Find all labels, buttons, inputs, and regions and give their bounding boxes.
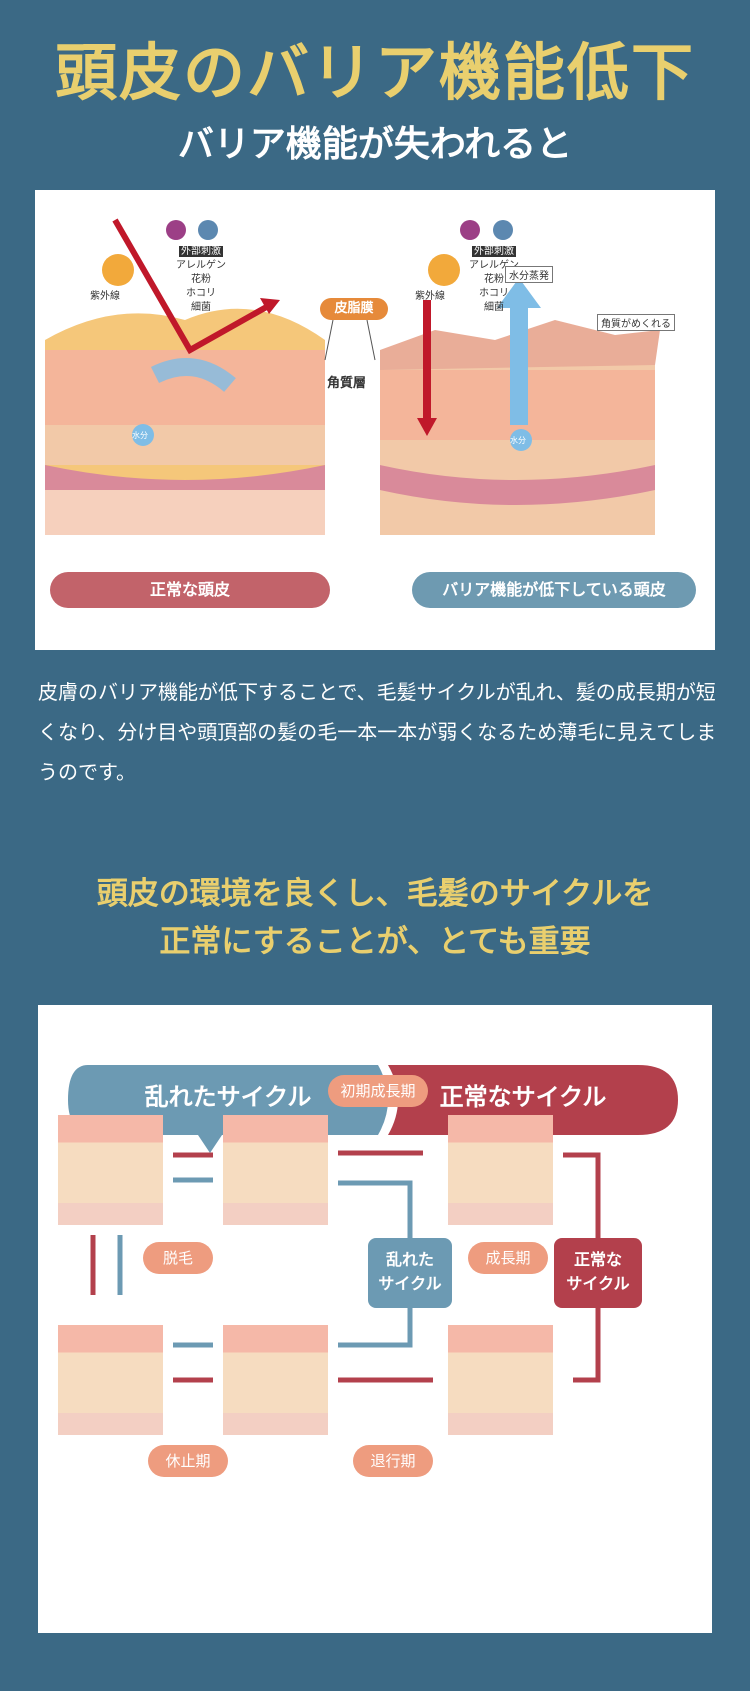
sun-icon — [102, 254, 134, 286]
sebum-label: 皮脂膜 — [320, 298, 388, 320]
reflect-arrow — [112, 218, 272, 355]
germ-icon — [460, 220, 480, 240]
peeling-label: 角質がめくれる — [597, 314, 675, 331]
damaged-scalp-caption: バリア機能が低下している頭皮 — [412, 572, 696, 608]
normal-skin — [45, 308, 325, 535]
external-stimuli-list: 外部刺激 アレルゲン 花粉 ホコリ 細菌 — [176, 246, 226, 313]
moisture-label: 水分 — [510, 436, 526, 445]
disturbed-cycle-box: 乱れた サイクル — [368, 1238, 452, 1308]
skin-diagram-panel: 紫外線 紫外線 外部刺激 アレルゲン 花粉 ホコリ 細菌 外部刺激 アレルゲン … — [35, 190, 715, 650]
emphasis-heading: 頭皮の環境を良くし、毛髪のサイクルを 正常にすることが、とても重要 — [96, 876, 654, 960]
body-text: 皮膚のバリア機能が低下することで、毛髪サイクルが乱れ、髪の成長期が短くなり、分け… — [38, 680, 717, 784]
tab-normal-cycle: 正常なサイクル — [439, 1083, 607, 1111]
hair-follicle-icon — [223, 1115, 328, 1225]
moisture-label: 水分 — [132, 431, 148, 440]
evaporation-label: 水分蒸発 — [505, 266, 553, 283]
uv-label: 紫外線 — [90, 291, 120, 302]
germ-icon — [166, 220, 186, 240]
hair-cycle-panel: 乱れたサイクル 正常なサイクル 初期成長期 成長期 退行期 休止期 脱毛 乱れた… — [38, 1005, 712, 1633]
uv-label: 紫外線 — [415, 291, 445, 302]
sun-icon — [428, 254, 460, 286]
virus-icon — [493, 220, 513, 240]
external-stimuli-list: 外部刺激 アレルゲン 花粉 ホコリ 細菌 — [469, 246, 519, 313]
evaporation-arrow — [510, 305, 528, 425]
stage-early-growth: 初期成長期 — [328, 1075, 428, 1107]
virus-icon — [198, 220, 218, 240]
normal-scalp-caption: 正常な頭皮 — [50, 572, 330, 608]
skin-illustration — [45, 218, 660, 535]
hair-follicle-icon — [58, 1325, 163, 1435]
hair-follicle-icon — [58, 1115, 163, 1225]
page-title: 頭皮のバリア機能低下 — [54, 36, 695, 109]
hair-follicle-icon — [223, 1325, 328, 1435]
stage-growth: 成長期 — [468, 1242, 548, 1274]
penetrate-arrow — [423, 300, 431, 420]
stage-regression: 退行期 — [353, 1445, 433, 1477]
hair-follicle-icon — [448, 1115, 553, 1225]
hair-follicle-icon — [448, 1325, 553, 1435]
normal-cycle-box: 正常な サイクル — [554, 1238, 642, 1308]
stage-rest: 休止期 — [148, 1445, 228, 1477]
page-subtitle: バリア機能が失われると — [177, 123, 573, 165]
tab-disturbed-cycle: 乱れたサイクル — [144, 1083, 312, 1111]
stage-shedding: 脱毛 — [143, 1242, 213, 1274]
stratum-label: 角質層 — [327, 376, 367, 391]
